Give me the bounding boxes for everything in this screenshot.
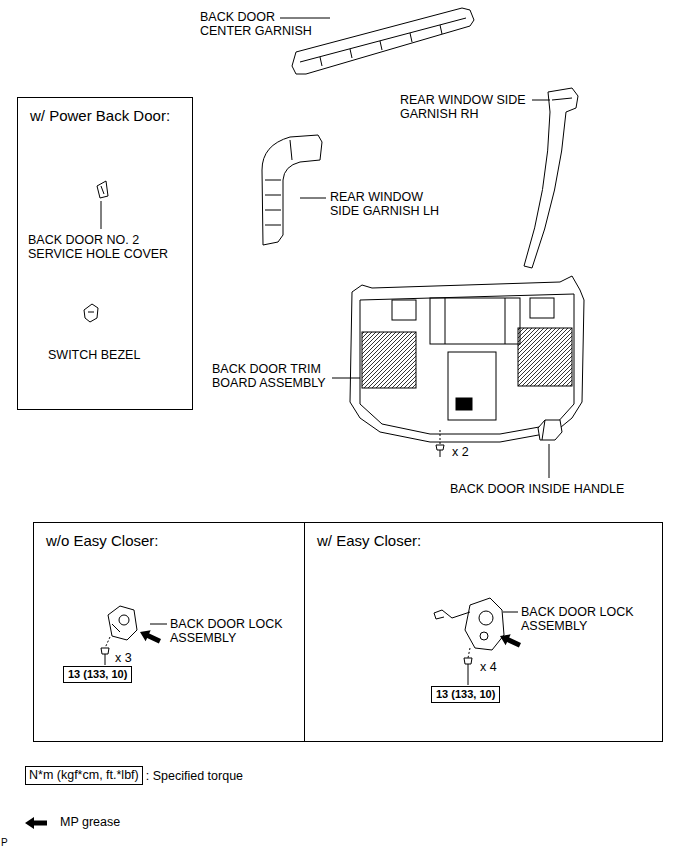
leader-line (532, 100, 550, 101)
panel-title: w/ Power Back Door: (30, 107, 170, 125)
leader-line (503, 612, 518, 613)
center-garnish-part (410, 33, 412, 42)
part-name: BACK DOOR LOCK ASSEMBLY (170, 617, 292, 645)
variant-panel: w/ Easy Closer: 13 (133, 10) (304, 522, 663, 742)
figure-code: P (1, 836, 21, 850)
leader-line (549, 444, 550, 478)
inside-handle-part (538, 420, 562, 440)
leader-line (150, 624, 167, 625)
center-garnish-part (320, 57, 322, 66)
switch-bezel-part (84, 304, 98, 322)
screw-part (440, 450, 441, 457)
center-garnish-part (300, 18, 466, 62)
trim-board-part (350, 276, 584, 442)
torque-value: 13 (133, 10) (68, 668, 127, 680)
variant-panel: w/o Easy Closer: 13 (133, 10) (33, 522, 305, 742)
trim-board-part (445, 298, 446, 344)
side-garnish-rh-part (524, 88, 578, 268)
lock-assembly-part (108, 606, 137, 640)
torque-value: 13 (133, 10) (436, 688, 495, 700)
screw-part (440, 430, 441, 445)
switch-bezel-part (88, 312, 94, 313)
service-hole-cover-part (97, 181, 108, 198)
panel-title: w/ Easy Closer: (317, 532, 421, 550)
lock-assembly-part (464, 658, 472, 664)
switch-bezel-part (84, 304, 98, 322)
inside-handle-part (538, 420, 562, 440)
lock-assembly-part (468, 664, 469, 685)
part-name: BACK DOOR TRIM BOARD ASSEMBLY (212, 362, 332, 390)
trim-board-part (530, 298, 554, 318)
inside-handle-part (542, 420, 545, 440)
trim-board-part (430, 298, 520, 344)
lock-assembly-part (101, 648, 109, 654)
part-name: BACK DOOR NO. 2 SERVICE HOLE COVER (28, 233, 183, 261)
torque-unit: N*m (kgf*cm, ft.*lbf) (29, 768, 139, 782)
legend-note: : Specified torque (146, 769, 306, 783)
trim-board-part (392, 300, 416, 320)
leader-line (101, 201, 102, 229)
lock-assembly-part (479, 611, 493, 625)
torque-unit-box: N*m (kgf*cm, ft.*lbf) (25, 766, 143, 785)
side-garnish-lh-part (262, 135, 322, 245)
lock-assembly-part (468, 648, 470, 658)
part-name: BACK DOOR CENTER GARNISH (200, 10, 320, 38)
quantity-note: x 2 (452, 445, 482, 459)
torque-box: 13 (133, 10) (431, 686, 500, 703)
side-garnish-lh-part (265, 180, 281, 181)
side-garnish-rh-part (552, 98, 572, 100)
trim-board-part (350, 276, 584, 442)
panel-title: w/o Easy Closer: (46, 532, 159, 550)
legend-text: MP grease (60, 815, 120, 829)
screw-part (436, 445, 444, 450)
center-garnish-part (440, 25, 442, 34)
leader-line (280, 18, 330, 19)
trim-board-part (505, 298, 506, 344)
leader-line (300, 198, 326, 199)
side-garnish-lh-part (265, 195, 281, 196)
leader-line (332, 378, 360, 379)
center-garnish-part (350, 49, 352, 58)
trim-board-part (456, 398, 472, 410)
lock-assembly-part (105, 637, 110, 648)
grease-arrow (497, 631, 522, 651)
legend-item: MP grease (60, 815, 120, 830)
side-garnish-rh-part (524, 88, 578, 268)
quantity-note: x 3 (115, 651, 145, 665)
legend-arrow-sample (25, 817, 47, 829)
quantity-note: x 4 (480, 660, 510, 674)
part-name: REAR WINDOW SIDE GARNISH RH (400, 93, 532, 121)
side-garnish-lh-part (265, 225, 281, 226)
lock-assembly-part (112, 624, 120, 632)
lock-assembly-part (105, 654, 106, 665)
lock-assembly-part (465, 598, 504, 650)
screw-part (436, 430, 444, 457)
center-garnish-part (380, 41, 382, 50)
part-name: SWITCH BEZEL (48, 348, 178, 362)
part-name: REAR WINDOW SIDE GARNISH LH (330, 190, 446, 218)
legend-arrow-sample (25, 817, 47, 829)
lock-assembly-part (119, 615, 129, 625)
torque-box: 13 (133, 10) (63, 666, 132, 683)
service-hole-cover-part (101, 186, 104, 194)
grease-arrow (137, 627, 162, 647)
part-name: BACK DOOR LOCK ASSEMBLY (521, 605, 646, 633)
lock-assembly-part (480, 632, 488, 640)
grease-arrow (497, 631, 522, 651)
grease-arrow (137, 627, 162, 647)
side-garnish-lh-part (290, 140, 292, 160)
trim-board-part (360, 294, 574, 434)
trim-board-part (362, 332, 416, 388)
part-name: BACK DOOR INSIDE HANDLE (450, 482, 685, 496)
service-hole-cover-part (97, 181, 108, 198)
side-garnish-lh-part (262, 135, 322, 245)
trim-board-part (518, 328, 572, 386)
side-garnish-lh-part (265, 210, 281, 211)
trim-board-part (448, 352, 496, 420)
lock-assembly-part (434, 610, 470, 619)
